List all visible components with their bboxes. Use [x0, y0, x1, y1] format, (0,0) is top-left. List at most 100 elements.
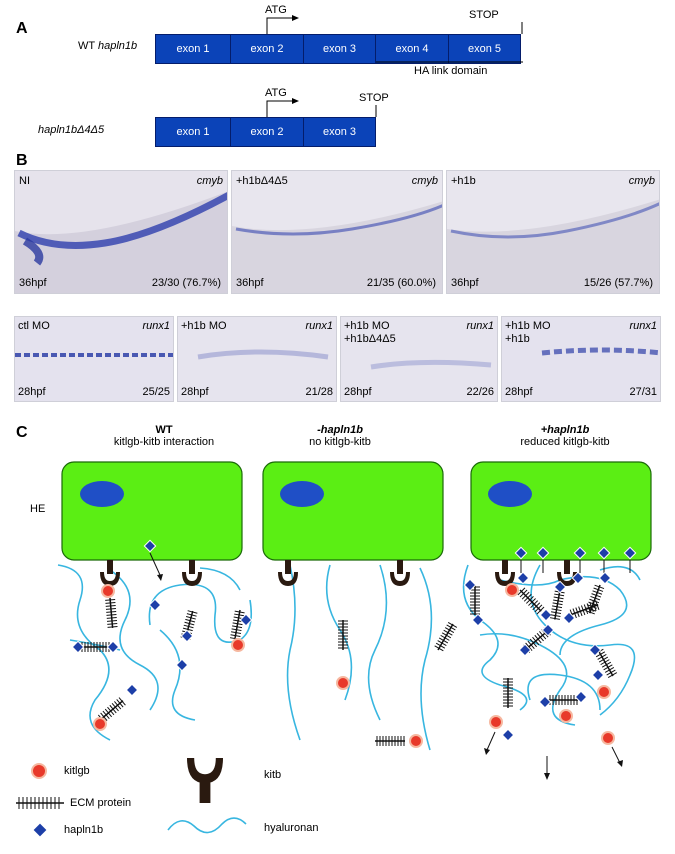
embryo-stain-graphic	[232, 171, 442, 293]
wt-stop-label: STOP	[469, 9, 499, 21]
wt-gene-label: WT hapln1b	[78, 40, 137, 52]
ish-stage: 28hpf	[18, 386, 46, 398]
ish-gene: cmyb	[411, 175, 438, 187]
mut-atg-label: ATG	[265, 87, 287, 99]
kitb-receptor	[100, 560, 120, 586]
ecm-protein	[584, 582, 606, 616]
ecm-protein	[79, 641, 111, 653]
hyaluronan-plus	[462, 564, 641, 726]
release-arrow	[149, 552, 161, 576]
ish-stage: 36hpf	[236, 277, 264, 289]
ish-stage: 36hpf	[451, 277, 479, 289]
kitb-receptor	[390, 560, 410, 586]
embryo-stain-graphic	[447, 171, 659, 293]
mut-stop-label: STOP	[359, 92, 389, 104]
legend-kitb-label: kitb	[264, 769, 282, 781]
kitlgb-ligand	[559, 709, 573, 723]
wt-exon-3: exon 3	[303, 34, 376, 64]
embryo-stain-graphic	[15, 171, 227, 293]
ish-image-ni-cmyb: NI cmyb 36hpf 23/30 (76.7%)	[14, 170, 228, 294]
ish-gene: cmyb	[628, 175, 655, 187]
legend-hapln1b-label: hapln1b	[64, 824, 104, 836]
ish-condition: +h1b MO	[505, 320, 551, 332]
nucleus-minus	[280, 481, 324, 507]
hapln1b-marker	[591, 668, 605, 682]
legend-icons-right	[167, 758, 247, 834]
column-subtitle: no kitlgb-kitb	[309, 436, 371, 448]
ish-count: 22/26	[466, 386, 494, 398]
ecm-protein	[432, 620, 459, 654]
column-header-wt: WT kitlgb-kitb interaction	[64, 424, 264, 448]
kitb-receptor	[278, 560, 298, 586]
mut-exon-3: exon 3	[303, 117, 376, 147]
ish-stage: 28hpf	[505, 386, 533, 398]
ish-condition-2: +h1bΔ4Δ5	[344, 333, 396, 345]
legend-ecm-label: ECM protein	[70, 797, 132, 809]
ish-condition-2: +h1b	[505, 333, 530, 345]
legend-kitlgb-icon	[31, 763, 47, 779]
mut-gene-label: hapln1bΔ4Δ5	[38, 124, 105, 136]
ish-count: 25/25	[142, 386, 170, 398]
wt-atg-line	[266, 17, 292, 34]
hapln1b-marker	[538, 695, 552, 709]
ish-stage: 28hpf	[181, 386, 209, 398]
ecm-protein	[547, 694, 579, 706]
legend-hapln1b-icon	[32, 822, 48, 838]
hapln1b-marker	[180, 629, 194, 643]
hyaluronan-minus	[286, 564, 433, 751]
embryo-stain-graphic	[178, 317, 336, 401]
ish-count: 21/28	[305, 386, 333, 398]
ish-image-h1b-mo-h1b-runx1: +h1b MO +h1b runx1 28hpf 27/31	[501, 316, 661, 402]
he-label: HE	[30, 503, 46, 515]
column-subtitle: reduced kitlgb-kitb	[520, 436, 610, 448]
ish-count: 27/31	[629, 386, 657, 398]
hapln1b-marker	[463, 578, 477, 592]
legend-kitb-icon	[187, 758, 223, 803]
embryo-stain-graphic	[502, 317, 660, 401]
wt-atg-arrowhead	[292, 15, 299, 21]
column-title: WT	[155, 424, 173, 436]
column-header-plus-hapln1b: +hapln1b reduced kitlgb-kitb	[470, 424, 660, 448]
nucleus-wt	[80, 481, 124, 507]
ish-image-h1b-cmyb: +h1b cmyb 36hpf 15/26 (57.7%)	[446, 170, 660, 294]
kitlgb-ligand	[601, 731, 615, 745]
wt-exon-5: exon 5	[448, 34, 521, 64]
ecm-protein	[229, 608, 246, 642]
panel-a-letter: A	[16, 20, 28, 37]
legend-ecm-icon	[16, 797, 64, 809]
wt-exon-4: exon 4	[375, 34, 449, 64]
kitb-receptor	[182, 560, 202, 586]
panel-b-letter: B	[16, 152, 28, 169]
mut-atg-arrowhead	[292, 98, 299, 104]
hapln1b-marker	[539, 608, 553, 622]
kitlgb-ligand	[409, 734, 423, 748]
mut-atg-line	[266, 100, 292, 117]
hapln1b-marker	[125, 683, 139, 697]
ish-condition: +h1b	[451, 175, 476, 187]
embryo-stain-graphic	[15, 317, 173, 401]
ish-image-h1b-mo-runx1: +h1b MO runx1 28hpf 21/28	[177, 316, 337, 402]
panel-c-letter: C	[16, 424, 28, 441]
ish-condition: +h1b MO	[344, 320, 390, 332]
ish-condition: NI	[19, 175, 30, 187]
ish-count: 21/35 (60.0%)	[366, 277, 436, 289]
hapln1b-marker	[516, 571, 530, 585]
legend-hyaluronan-label: hyaluronan	[264, 822, 319, 834]
legend-icons-left	[16, 763, 64, 838]
kitlgb-ligand	[101, 584, 115, 598]
ish-condition: +h1bΔ4Δ5	[236, 175, 288, 187]
column-subtitle: kitlgb-kitb interaction	[113, 436, 215, 448]
kitlgb-ligand	[93, 717, 107, 731]
nucleus-plus	[488, 481, 532, 507]
legend-kitlgb-label: kitlgb	[64, 765, 90, 777]
ecm-protein	[337, 619, 349, 651]
mut-exon-2: exon 2	[230, 117, 304, 147]
ish-count: 23/30 (76.7%)	[151, 277, 221, 289]
hapln1b-marker	[501, 728, 515, 742]
wt-label-gene: hapln1b	[97, 40, 138, 52]
wt-exon-2: exon 2	[230, 34, 304, 64]
ish-gene: runx1	[305, 320, 333, 332]
ecm-protein	[502, 677, 514, 709]
ha-domain-label: HA link domain	[414, 65, 488, 77]
